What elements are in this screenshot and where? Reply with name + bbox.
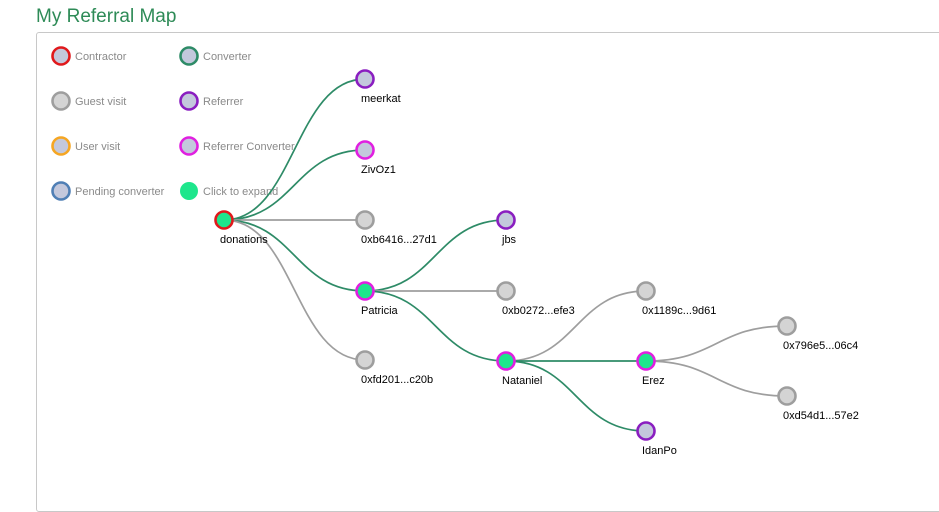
tree-edges — [223, 78, 788, 432]
edge-erez-g5 — [645, 325, 788, 362]
legend-label: Guest visit — [75, 96, 126, 108]
edge-donations-meerkat — [223, 78, 366, 221]
expand-node-icon[interactable] — [355, 281, 375, 301]
node-circle-icon[interactable] — [636, 281, 656, 301]
legend-item-contractor: Contractor — [51, 46, 127, 66]
edge-patricia-nataniel — [364, 290, 507, 362]
legend-label: Referrer Converter — [203, 141, 295, 153]
legend-item-click-to-expand: Click to expand — [180, 182, 278, 200]
legend-swatch-contractor-icon — [51, 46, 71, 66]
tree-node-0xb6416-27d1[interactable]: 0xb6416...27d1 — [355, 210, 437, 247]
expand-node-icon[interactable] — [636, 351, 656, 371]
tree-node-idanpo[interactable]: IdanPo — [636, 421, 677, 458]
node-circle-icon[interactable] — [355, 350, 375, 370]
tree-node-erez[interactable]: Erez — [636, 351, 665, 388]
node-circle-icon[interactable] — [355, 140, 375, 160]
legend-item-converter: Converter — [179, 46, 252, 66]
node-label: Erez — [642, 375, 665, 387]
legend-label: Pending converter — [75, 186, 165, 198]
page-title: My Referral Map — [36, 6, 177, 27]
node-circle-icon[interactable] — [777, 386, 797, 406]
legend-label: Click to expand — [203, 186, 278, 198]
legend-swatch-click-to-expand-icon — [180, 182, 198, 200]
tree-node-0xfd201-c20b[interactable]: 0xfd201...c20b — [355, 350, 434, 387]
legend-label: Referrer — [203, 96, 244, 108]
node-circle-icon[interactable] — [355, 210, 375, 230]
edge-donations-g2 — [223, 219, 366, 361]
legend-item-guest-visit: Guest visit — [51, 91, 126, 111]
legend-swatch-referrer-converter-icon — [179, 136, 199, 156]
node-label: meerkat — [361, 93, 401, 105]
node-circle-icon[interactable] — [636, 421, 656, 441]
node-label: 0xb0272...efe3 — [502, 305, 575, 317]
legend-swatch-referrer-icon — [179, 91, 199, 111]
tree-node-0xb0272-efe3[interactable]: 0xb0272...efe3 — [496, 281, 575, 318]
expand-node-icon[interactable] — [496, 351, 516, 371]
node-label: jbs — [501, 234, 517, 246]
node-circle-icon[interactable] — [777, 316, 797, 336]
node-circle-icon[interactable] — [355, 69, 375, 89]
legend-item-referrer: Referrer — [179, 91, 244, 111]
node-label: Nataniel — [502, 375, 542, 387]
expand-node-icon[interactable] — [214, 210, 234, 230]
legend-swatch-user-visit-icon — [51, 136, 71, 156]
node-label: 0xfd201...c20b — [361, 374, 433, 386]
tree-node-donations[interactable]: donations — [214, 210, 269, 247]
legend-swatch-converter-icon — [179, 46, 199, 66]
tree-node-0x1189c-9d61[interactable]: 0x1189c...9d61 — [636, 281, 717, 318]
legend-item-pending-converter: Pending converter — [51, 181, 165, 201]
edge-nataniel-g4 — [505, 290, 647, 362]
node-label: 0xb6416...27d1 — [361, 234, 437, 246]
edge-donations-patricia — [223, 219, 366, 292]
node-label: IdanPo — [642, 445, 677, 457]
edge-donations-zivoz1 — [223, 149, 366, 221]
legend-swatch-guest-visit-icon — [51, 91, 71, 111]
node-label: 0x1189c...9d61 — [642, 305, 716, 317]
edge-erez-g6 — [645, 360, 788, 397]
legend-item-referrer-converter: Referrer Converter — [179, 136, 295, 156]
tree-node-jbs[interactable]: jbs — [496, 210, 517, 247]
tree-node-patricia[interactable]: Patricia — [355, 281, 399, 318]
node-label: 0x796e5...06c4 — [783, 340, 858, 352]
node-circle-icon[interactable] — [496, 281, 516, 301]
legend-swatch-pending-converter-icon — [51, 181, 71, 201]
tree-node-meerkat[interactable]: meerkat — [355, 69, 401, 106]
edge-patricia-jbs — [364, 219, 507, 292]
node-label: Patricia — [361, 305, 399, 317]
node-label: 0xd54d1...57e2 — [783, 410, 859, 422]
legend-item-user-visit: User visit — [51, 136, 120, 156]
tree-node-0xd54d1-57e2[interactable]: 0xd54d1...57e2 — [777, 386, 859, 423]
legend-label: Contractor — [75, 51, 127, 63]
tree-node-zivoz1[interactable]: ZivOz1 — [355, 140, 396, 177]
tree-node-nataniel[interactable]: Nataniel — [496, 351, 543, 388]
node-label: ZivOz1 — [361, 164, 396, 176]
node-label: donations — [220, 234, 268, 246]
legend-label: User visit — [75, 141, 120, 153]
legend-label: Converter — [203, 51, 252, 63]
tree-node-0x796e5-06c4[interactable]: 0x796e5...06c4 — [777, 316, 859, 353]
edge-nataniel-idanpo — [505, 360, 647, 432]
node-circle-icon[interactable] — [496, 210, 516, 230]
